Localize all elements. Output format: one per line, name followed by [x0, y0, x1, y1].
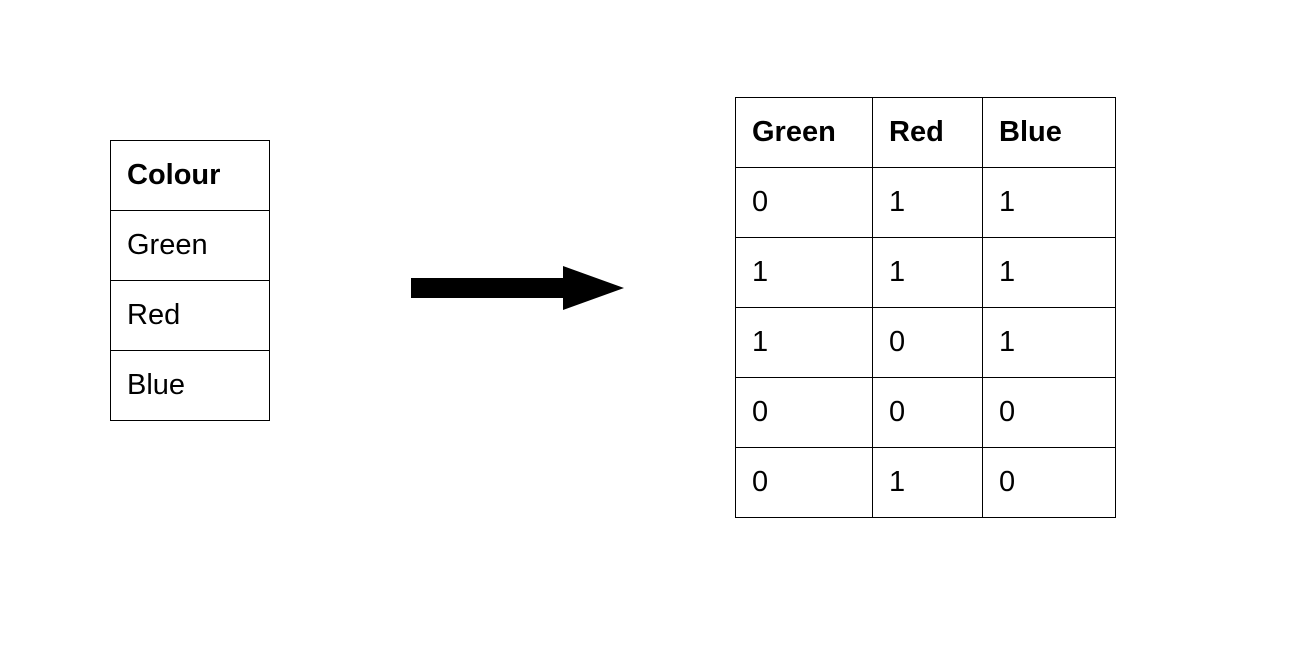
table-row: 1 1 1	[735, 237, 1116, 308]
column-header-red: Red	[872, 97, 983, 168]
colour-header: Colour	[110, 140, 270, 211]
table-row: 0 1 1	[735, 167, 1116, 238]
table-header-row: Green Red Blue	[735, 97, 1116, 168]
table-cell: 0	[735, 377, 873, 448]
table-cell: 0	[872, 377, 983, 448]
table-cell: 0	[982, 377, 1116, 448]
table-row: Green	[110, 210, 270, 281]
table-row: Red	[110, 280, 270, 351]
table-cell: 1	[872, 167, 983, 238]
table-cell: 1	[982, 237, 1116, 308]
table-header-row: Colour	[110, 140, 270, 211]
table-cell: 1	[982, 167, 1116, 238]
column-header-green: Green	[735, 97, 873, 168]
table-cell: 1	[735, 307, 873, 378]
table-cell: 0	[872, 307, 983, 378]
input-colour-table: Colour Green Red Blue	[110, 140, 270, 421]
table-row: 0 0 0	[735, 377, 1116, 448]
table-cell: 1	[872, 237, 983, 308]
table-row: Blue	[110, 350, 270, 421]
table-cell: Green	[110, 210, 270, 281]
table-cell: 0	[735, 167, 873, 238]
table-cell: 0	[982, 447, 1116, 518]
arrow-shaft	[411, 278, 565, 298]
table-row: 0 1 0	[735, 447, 1116, 518]
table-cell: Red	[110, 280, 270, 351]
arrow-head	[563, 266, 624, 310]
right-arrow-icon	[411, 266, 624, 310]
table-cell: 0	[735, 447, 873, 518]
table-cell: Blue	[110, 350, 270, 421]
table-cell: 1	[872, 447, 983, 518]
output-encoded-table: Green Red Blue 0 1 1 1 1 1 1 0 1 0 0 0 0…	[735, 97, 1116, 518]
table-cell: 1	[735, 237, 873, 308]
table-cell: 1	[982, 307, 1116, 378]
column-header-blue: Blue	[982, 97, 1116, 168]
table-row: 1 0 1	[735, 307, 1116, 378]
